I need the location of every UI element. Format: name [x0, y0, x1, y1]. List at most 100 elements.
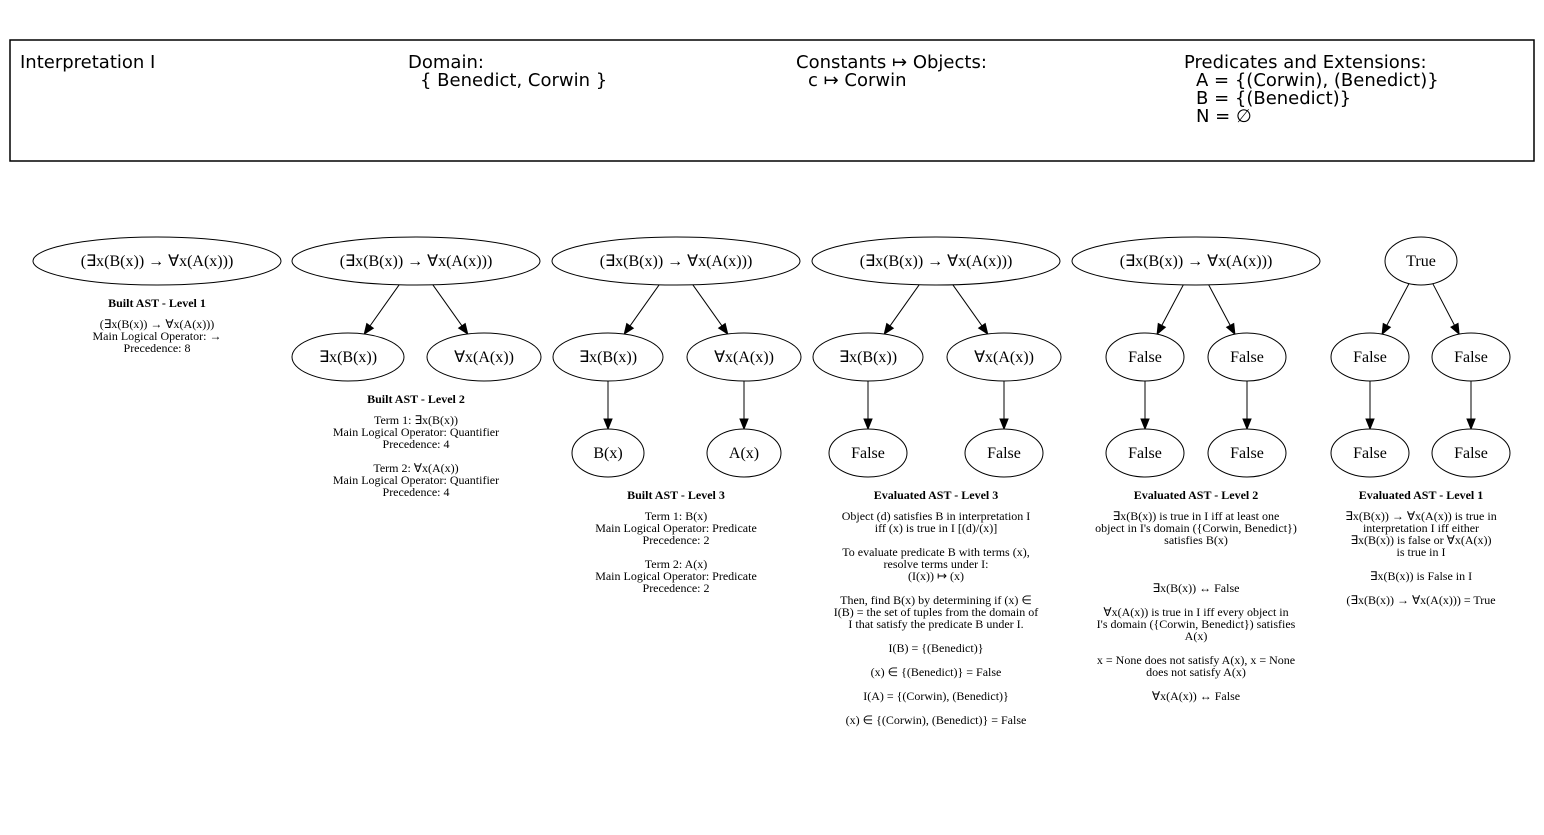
- root-node-label: (∃x(B(x)) → ∀x(A(x))): [1120, 253, 1273, 270]
- caption-line: Term 2: A(x): [645, 557, 707, 571]
- caption-line: ∀x(A(x)) ↔ False: [1152, 689, 1240, 703]
- child-node: [426, 332, 542, 382]
- predicates-heading: Predicates and Extensions:: [1184, 52, 1427, 73]
- child-node-label: ∃x(B(x)): [839, 349, 897, 366]
- child-node-label: ∀x(A(x)): [974, 349, 1034, 366]
- leaf-node-label: False: [1230, 445, 1264, 462]
- caption-line: Precedence: 2: [643, 533, 710, 547]
- child-node-label: False: [1128, 349, 1162, 366]
- caption-line: ∃x(B(x)) is true in I iff at least one: [1113, 509, 1280, 523]
- caption-line: resolve terms under I:: [884, 557, 989, 571]
- root-node-label: (∃x(B(x)) → ∀x(A(x))): [600, 253, 753, 270]
- arrow-head: [1365, 418, 1375, 431]
- tree-edge: [1432, 283, 1455, 326]
- root-node: [1384, 236, 1458, 286]
- caption-line: Precedence: 4: [383, 437, 450, 451]
- child-node: [812, 332, 924, 382]
- arrow-head: [1225, 322, 1236, 336]
- child-node: [1207, 332, 1287, 382]
- child-node-label: ∃x(B(x)): [579, 349, 637, 366]
- arrow-head: [1450, 322, 1460, 336]
- arrow-head: [1381, 322, 1392, 336]
- child-node: [552, 332, 664, 382]
- caption-line: does not satisfy A(x): [1146, 665, 1246, 679]
- leaf-node-label: False: [1454, 445, 1488, 462]
- arrow-head: [1242, 418, 1252, 431]
- caption-title: Built AST - Level 1: [108, 296, 206, 310]
- caption-line: (x) ∈ {(Benedict)} = False: [871, 665, 1002, 679]
- leaf-node: [1105, 428, 1185, 478]
- arrow-head: [603, 418, 613, 431]
- caption-title: Built AST - Level 3: [627, 488, 725, 502]
- caption-line: Term 2: ∀x(A(x)): [373, 461, 458, 475]
- caption-line: To evaluate predicate B with terms (x),: [842, 545, 1029, 559]
- caption-line: Main Logical Operator: →: [93, 329, 222, 343]
- leaf-node: [1431, 428, 1511, 478]
- child-node-label: False: [1454, 349, 1488, 366]
- interpretation-box: Interpretation I Domain: { Benedict, Cor…: [9, 39, 1535, 162]
- caption-line: Main Logical Operator: Quantifier: [333, 425, 499, 439]
- leaf-node-label: B(x): [593, 445, 622, 462]
- caption-line: I(B) = the set of tuples from the domain…: [834, 605, 1038, 619]
- caption-title: Evaluated AST - Level 3: [874, 488, 998, 502]
- leaf-node: [1207, 428, 1287, 478]
- root-node: [32, 236, 282, 286]
- caption-line: ∃x(B(x)) is False in I: [1370, 569, 1472, 583]
- caption-line: Then, find B(x) by determining if (x) ∈: [840, 593, 1032, 607]
- ast-panel: (∃x(B(x)) → ∀x(A(x))) Built AST - Level 1…: [32, 236, 282, 355]
- arrow-head: [1466, 418, 1476, 431]
- root-node: [291, 236, 541, 286]
- tree-edge: [889, 284, 920, 327]
- child-node: [1431, 332, 1511, 382]
- child-node-label: ∃x(B(x)): [319, 349, 377, 366]
- caption-line: I(A) = {(Corwin), (Benedict)}: [863, 689, 1009, 703]
- caption-line: is true in I: [1397, 545, 1446, 559]
- tree-edge: [629, 284, 660, 327]
- leaf-node: [1330, 428, 1410, 478]
- caption-line: A(x): [1185, 629, 1208, 643]
- predicate-extension: N = ∅: [1196, 106, 1252, 127]
- caption-line: (∃x(B(x)) → ∀x(A(x))): [100, 317, 214, 331]
- caption-line: (∃x(B(x)) → ∀x(A(x))) = True: [1346, 593, 1495, 607]
- caption-line: I that satisfy the predicate B under I.: [848, 617, 1023, 631]
- caption-line: (x) ∈ {(Corwin), (Benedict)} = False: [846, 713, 1027, 727]
- caption-line: iff (x) is true in I [(d)/(x)]: [875, 521, 997, 535]
- domain-value: { Benedict, Corwin }: [420, 70, 607, 91]
- interpretation-title: Interpretation I: [20, 52, 155, 73]
- arrow-head: [457, 322, 469, 336]
- child-node-label: False: [1230, 349, 1264, 366]
- arrow-head: [1156, 322, 1167, 336]
- constants-heading: Constants ↦ Objects:: [796, 52, 987, 73]
- child-node-label: ∀x(A(x)): [454, 349, 514, 366]
- tree-edge: [1208, 284, 1231, 326]
- predicate-extension: A = {(Corwin), (Benedict)}: [1196, 70, 1439, 91]
- arrow-head: [977, 322, 989, 336]
- caption-line: Object (d) satisfies B in interpretation…: [842, 509, 1031, 523]
- arrow-head: [1140, 418, 1150, 431]
- leaf-node-label: False: [1353, 445, 1387, 462]
- root-node-label: True: [1406, 253, 1436, 270]
- caption-title: Evaluated AST - Level 1: [1359, 488, 1483, 502]
- child-node: [291, 332, 405, 382]
- caption-line: ∃x(B(x)) ↔ False: [1153, 581, 1240, 595]
- leaf-node-label: A(x): [729, 445, 759, 462]
- leaf-node: [571, 428, 645, 478]
- caption-line: interpretation I iff either: [1363, 521, 1479, 535]
- ast-panel: (∃x(B(x)) → ∀x(A(x)))∃x(B(x))∀x(A(x))Bui…: [291, 236, 542, 499]
- caption-line: x = None does not satisfy A(x), x = None: [1097, 653, 1295, 667]
- leaf-node: [964, 428, 1044, 478]
- arrow-head: [717, 322, 729, 336]
- caption-title: Evaluated AST - Level 2: [1134, 488, 1258, 502]
- arrow-head: [739, 418, 749, 431]
- child-node: [686, 332, 802, 382]
- arrow-head: [883, 322, 895, 336]
- caption-line: Term 1: B(x): [645, 509, 707, 523]
- leaf-node: [706, 428, 782, 478]
- leaf-node-label: False: [987, 445, 1021, 462]
- caption-line: I's domain ({Corwin, Benedict}) satisfie…: [1097, 617, 1296, 631]
- child-node: [946, 332, 1062, 382]
- ast-panel: (∃x(B(x)) → ∀x(A(x)))∃x(B(x))∀x(A(x))Fal…: [811, 236, 1062, 727]
- caption-line: ∃x(B(x)) → ∀x(A(x)) is true in: [1345, 509, 1496, 523]
